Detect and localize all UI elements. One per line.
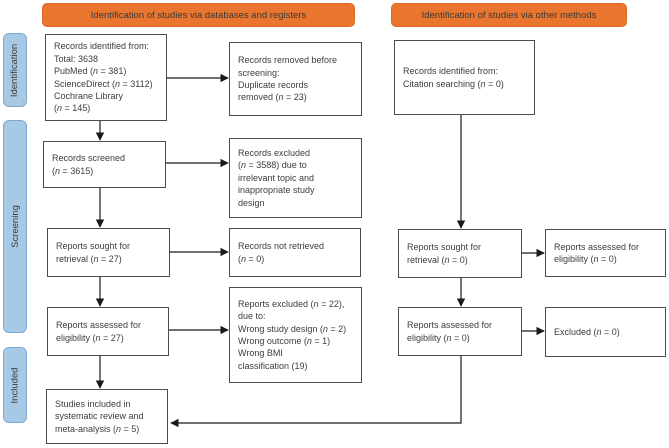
box-records-not-retrieved: Records not retrieved(n = 0) [229, 228, 361, 277]
stage-label-screening-text: Screening [9, 205, 21, 248]
stage-label-identification: Identification [3, 33, 27, 107]
box-records-screened-text: Records screened(n = 3615) [52, 153, 126, 176]
box-records-not-retrieved-text: Records not retrieved(n = 0) [238, 241, 325, 264]
box-records-identified-other: Records identified from:Citation searchi… [394, 40, 535, 115]
header-other-methods: Identification of studies via other meth… [391, 3, 627, 27]
box-excluded-other-text: Excluded (n = 0) [554, 326, 620, 337]
stage-label-included-text: Included [9, 367, 21, 403]
header-databases-registers: Identification of studies via databases … [42, 3, 355, 27]
box-records-screened: Records screened(n = 3615) [43, 141, 166, 188]
box-reports-excluded-text: Reports excluded (n = 22),due to:Wrong s… [238, 298, 347, 371]
stage-label-identification-text: Identification [9, 43, 21, 97]
box-reports-excluded: Reports excluded (n = 22),due to:Wrong s… [229, 287, 362, 383]
stage-label-included: Included [3, 347, 27, 423]
box-excluded-other: Excluded (n = 0) [545, 307, 666, 357]
box-records-identified-other-text: Records identified from:Citation searchi… [403, 66, 504, 89]
stage-label-screening: Screening [3, 120, 27, 333]
